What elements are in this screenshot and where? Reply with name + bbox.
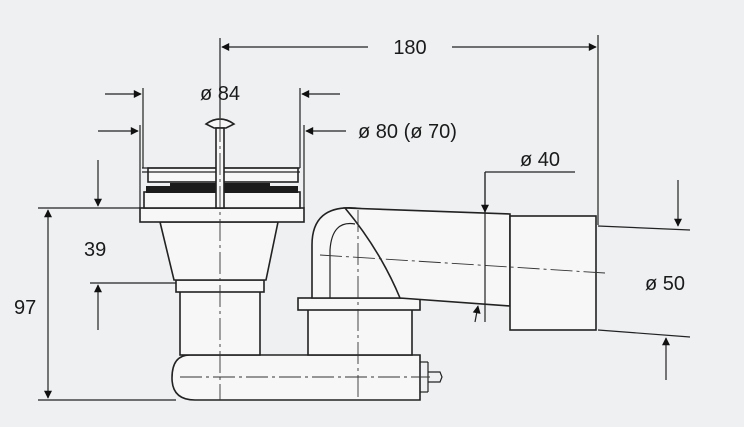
dimension-180: 180 <box>219 35 599 225</box>
dimension-d40: ø 40 <box>472 149 575 323</box>
dim-label-39: 39 <box>84 239 106 261</box>
dim-label-d84: ø 84 <box>200 83 240 105</box>
dim-label-d50: ø 50 <box>645 273 685 295</box>
strainer-body <box>139 167 305 356</box>
outlet-elbow-pipe <box>343 207 597 331</box>
dimension-d50: ø 50 <box>597 180 691 380</box>
dimension-d84: ø 84 <box>105 83 340 168</box>
dimension-d80: ø 80 (ø 70) <box>98 121 457 208</box>
dim-label-97: 97 <box>14 297 36 319</box>
dimension-97: 97 <box>14 209 176 401</box>
horizontal-waste-pipe <box>171 354 443 401</box>
dim-label-d80: ø 80 (ø 70) <box>358 121 457 143</box>
center-lines <box>180 120 606 400</box>
dim-label-180: 180 <box>393 37 426 59</box>
dimension-39: 39 <box>38 160 176 330</box>
dim-label-d40: ø 40 <box>520 149 560 171</box>
